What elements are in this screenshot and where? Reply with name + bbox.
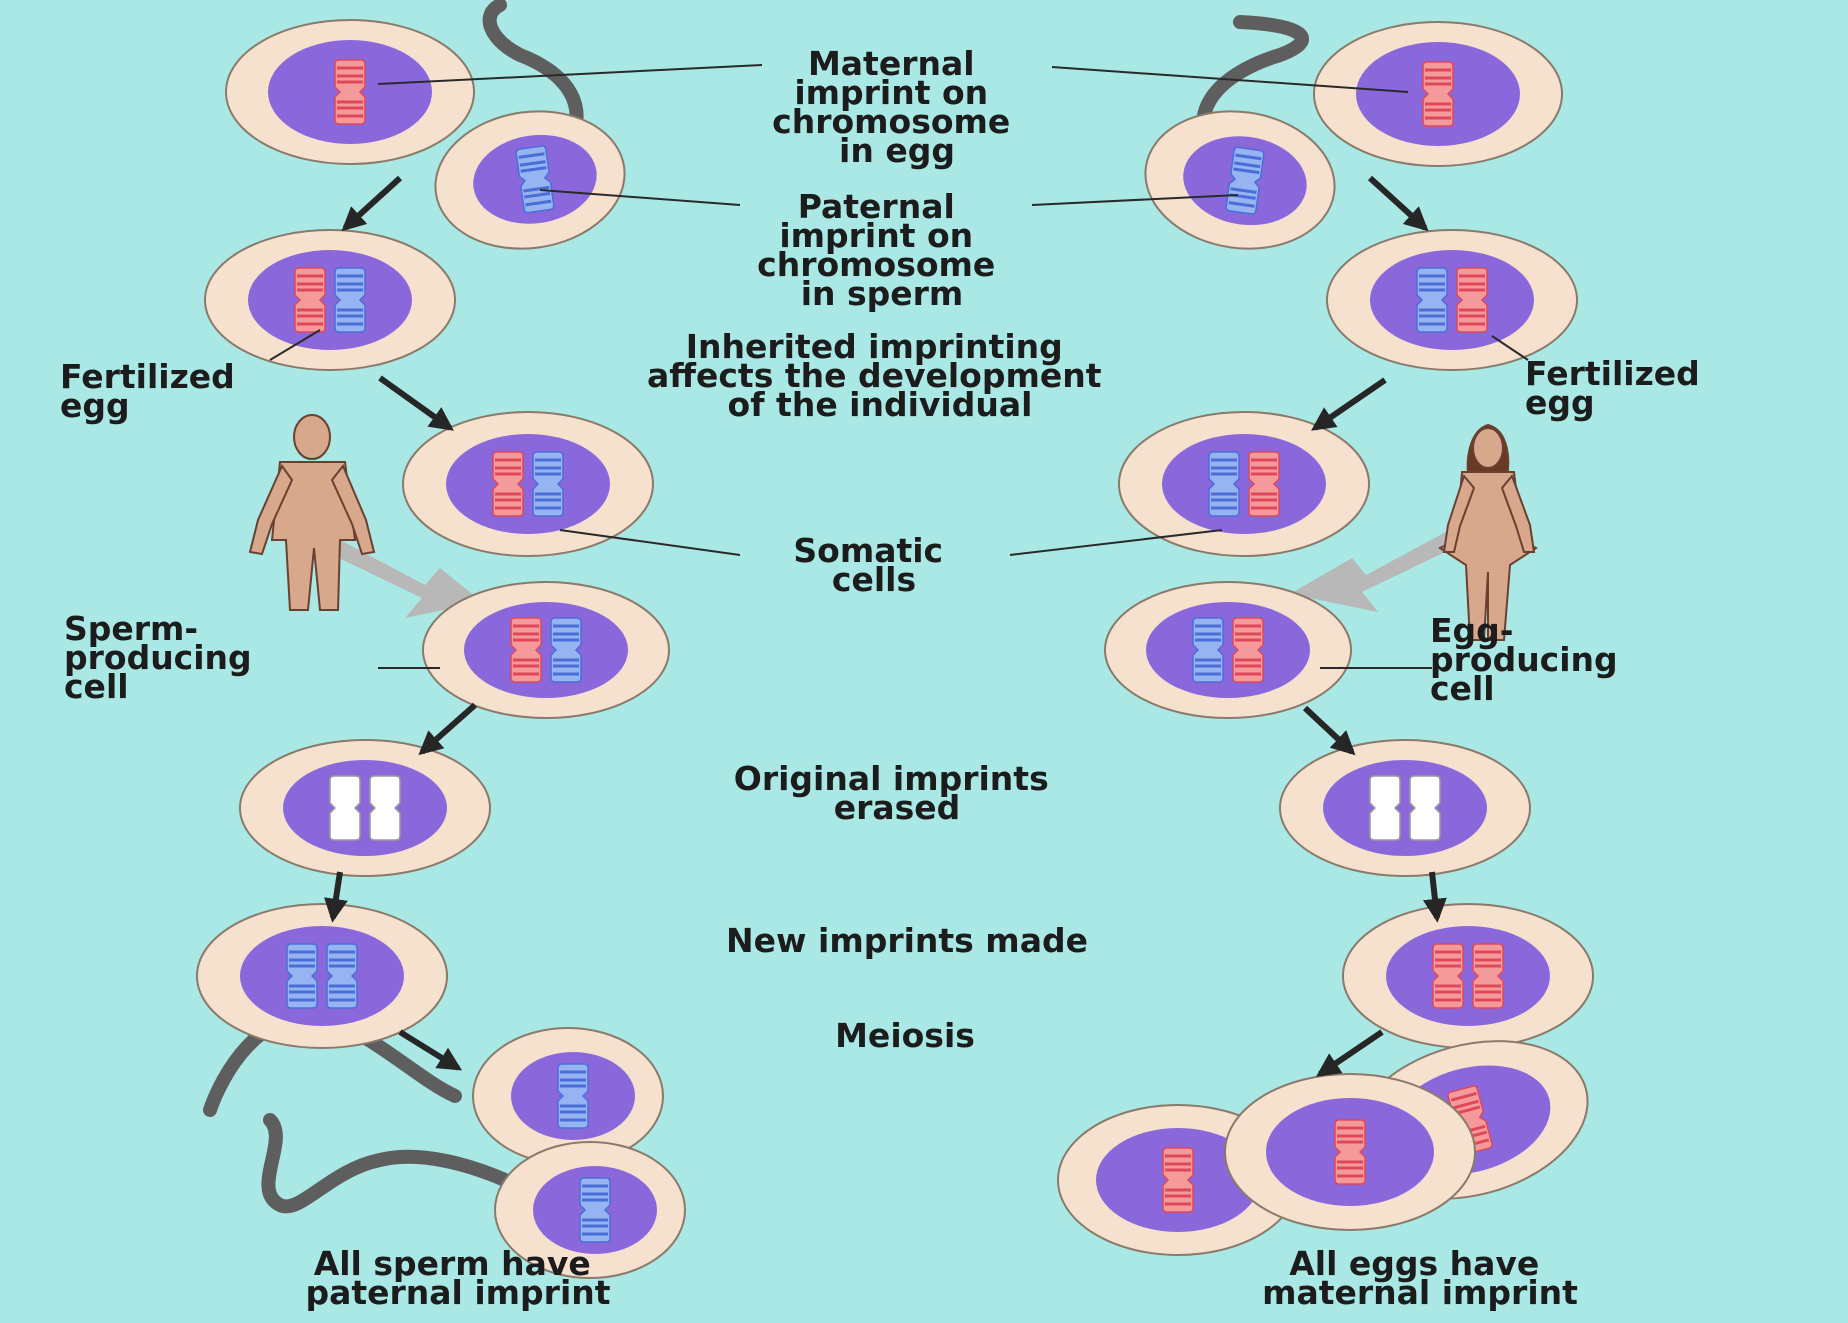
chromosome: [287, 944, 317, 1008]
egg-cell-top-left: [226, 20, 474, 164]
chromosome: [558, 1064, 588, 1128]
chromosome: [1457, 268, 1487, 332]
nucleus: [464, 602, 628, 698]
chromosome: [335, 268, 365, 332]
chromosome: [551, 618, 581, 682]
chromosome: [1370, 776, 1400, 840]
somatic-cell-right: [1119, 412, 1369, 556]
chromosome: [533, 452, 563, 516]
chromosome: [327, 944, 357, 1008]
all-eggs-label: All eggs have maternal imprint: [1262, 1244, 1578, 1312]
nucleus: [240, 926, 404, 1026]
nucleus: [1370, 250, 1534, 350]
chromosome: [370, 776, 400, 840]
egg-cell-top-right: [1314, 22, 1562, 166]
fertilized-egg-right: [1327, 230, 1577, 370]
chromosome: [1423, 62, 1453, 126]
nucleus: [283, 760, 447, 856]
nucleus: [248, 250, 412, 350]
new-imprints-made-label: New imprints made: [726, 921, 1088, 960]
chromosome: [1249, 452, 1279, 516]
chromosome: [335, 60, 365, 124]
chromosome: [295, 268, 325, 332]
meiosis-label: Meiosis: [835, 1016, 975, 1055]
chromosome: [1209, 452, 1239, 516]
chromosome: [1410, 776, 1440, 840]
fertilized-egg-left: [205, 230, 455, 370]
chromosome: [493, 452, 523, 516]
new-imprint-cell-left: [197, 904, 447, 1048]
chromosome: [1335, 1120, 1365, 1184]
chromosome: [511, 618, 541, 682]
sperm-producing-cell: [423, 582, 669, 718]
chromosome: [1433, 944, 1463, 1008]
erased-cell-left: [240, 740, 490, 876]
nucleus: [1162, 434, 1326, 534]
chromosome: [1473, 944, 1503, 1008]
somatic-cell-left: [403, 412, 653, 556]
chromosome: [1193, 618, 1223, 682]
all-sperm-label: All sperm have paternal imprint: [305, 1244, 610, 1312]
new-imprint-cell-right: [1343, 904, 1593, 1048]
chromosome: [330, 776, 360, 840]
nucleus: [446, 434, 610, 534]
chromosome: [1233, 618, 1263, 682]
nucleus: [1146, 602, 1310, 698]
chromosome: [1163, 1148, 1193, 1212]
egg-producing-cell: [1105, 582, 1351, 718]
chromosome: [580, 1178, 610, 1242]
nucleus: [1323, 760, 1487, 856]
nucleus: [1386, 926, 1550, 1026]
egg-product-3: [1225, 1074, 1475, 1230]
erased-cell-right: [1280, 740, 1530, 876]
chromosome: [1417, 268, 1447, 332]
